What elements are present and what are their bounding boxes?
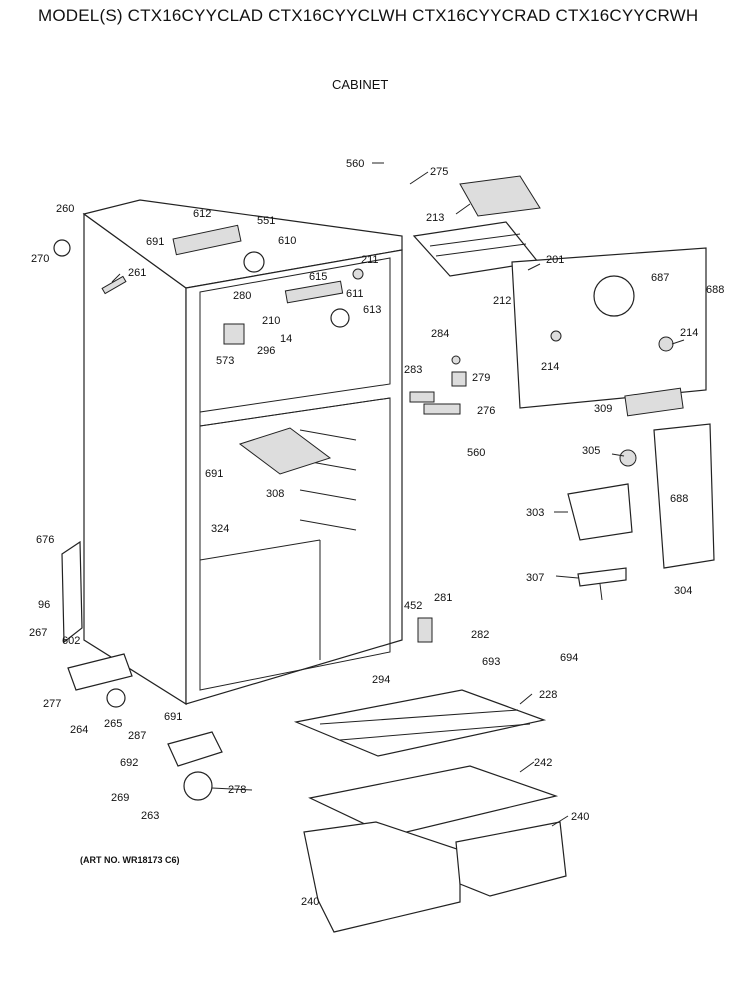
shelf-rails <box>238 427 357 531</box>
callout-label: 308 <box>266 488 284 500</box>
callout-label: 213 <box>426 212 444 224</box>
callout-label: 693 <box>482 656 500 668</box>
callout-label: 270 <box>31 253 49 265</box>
callout-label: 242 <box>534 757 552 769</box>
callout-label: 688 <box>670 493 688 505</box>
callout-label: 573 <box>216 355 234 367</box>
dispenser-parts <box>567 423 715 601</box>
small-hardware <box>53 224 467 801</box>
callout-label: 267 <box>29 627 47 639</box>
callout-label: 452 <box>404 600 422 612</box>
callout-label: 260 <box>56 203 74 215</box>
callout-label: 228 <box>539 689 557 701</box>
callout-label: 687 <box>651 272 669 284</box>
callout-label: 277 <box>43 698 61 710</box>
callout-label: 615 <box>309 271 327 283</box>
callout-label: 201 <box>546 254 564 266</box>
callout-label: 691 <box>205 468 223 480</box>
callout-label: 265 <box>104 718 122 730</box>
callout-label: 287 <box>128 730 146 742</box>
callout-label: 240 <box>571 811 589 823</box>
callout-label: 283 <box>404 364 422 376</box>
callout-label: 284 <box>431 328 449 340</box>
callout-label: 296 <box>257 345 275 357</box>
callout-label: 269 <box>111 792 129 804</box>
callout-label: 602 <box>62 635 80 647</box>
callout-label: 211 <box>361 254 379 266</box>
rear-panel <box>511 247 707 409</box>
callout-label: 613 <box>363 304 381 316</box>
callout-label: 214 <box>680 327 698 339</box>
callout-label: 324 <box>211 523 229 535</box>
callout-label: 276 <box>477 405 495 417</box>
callout-label: 280 <box>233 290 251 302</box>
callout-label: 303 <box>526 507 544 519</box>
callout-label: 688 <box>706 284 724 296</box>
callout-label: 676 <box>36 534 54 546</box>
callout-label: 611 <box>346 288 364 300</box>
callout-label: 278 <box>228 784 246 796</box>
callout-label: 294 <box>372 674 390 686</box>
callout-label: 279 <box>472 372 490 384</box>
callout-label: 612 <box>193 208 211 220</box>
callout-label: 691 <box>164 711 182 723</box>
callout-label: 212 <box>493 295 511 307</box>
callout-label: 305 <box>582 445 600 457</box>
art-number: (ART NO. WR18173 C6) <box>80 855 180 865</box>
callout-label: 610 <box>278 235 296 247</box>
callout-label: 560 <box>346 158 364 170</box>
callout-label: 210 <box>262 315 280 327</box>
callout-label: 240 <box>301 896 319 908</box>
callout-label: 692 <box>120 757 138 769</box>
callout-label: 275 <box>430 166 448 178</box>
ice-tray-assembly <box>412 175 541 277</box>
callout-label: 14 <box>280 333 292 345</box>
callout-label: 560 <box>467 447 485 459</box>
callout-label: 96 <box>38 599 50 611</box>
callout-label: 281 <box>434 592 452 604</box>
callout-labels: 560 275 213 260 612 551 610 691 270 261 … <box>29 158 724 908</box>
callout-label: 694 <box>560 652 578 664</box>
callout-label: 309 <box>594 403 612 415</box>
shelves-and-drawers <box>293 689 567 933</box>
callout-label: 304 <box>674 585 692 597</box>
model-list-header: MODEL(S) CTX16CYYCLAD CTX16CYYCLWH CTX16… <box>38 6 699 25</box>
callout-label: 263 <box>141 810 159 822</box>
callout-label: 282 <box>471 629 489 641</box>
section-title: CABINET <box>332 77 389 92</box>
cabinet-shell <box>82 199 403 706</box>
callout-label: 264 <box>70 724 88 736</box>
callout-label: 551 <box>257 215 275 227</box>
callout-label: 691 <box>146 236 164 248</box>
callout-label: 261 <box>128 267 146 279</box>
leader-lines <box>111 162 685 827</box>
callout-label: 307 <box>526 572 544 584</box>
callout-label: 214 <box>541 361 559 373</box>
